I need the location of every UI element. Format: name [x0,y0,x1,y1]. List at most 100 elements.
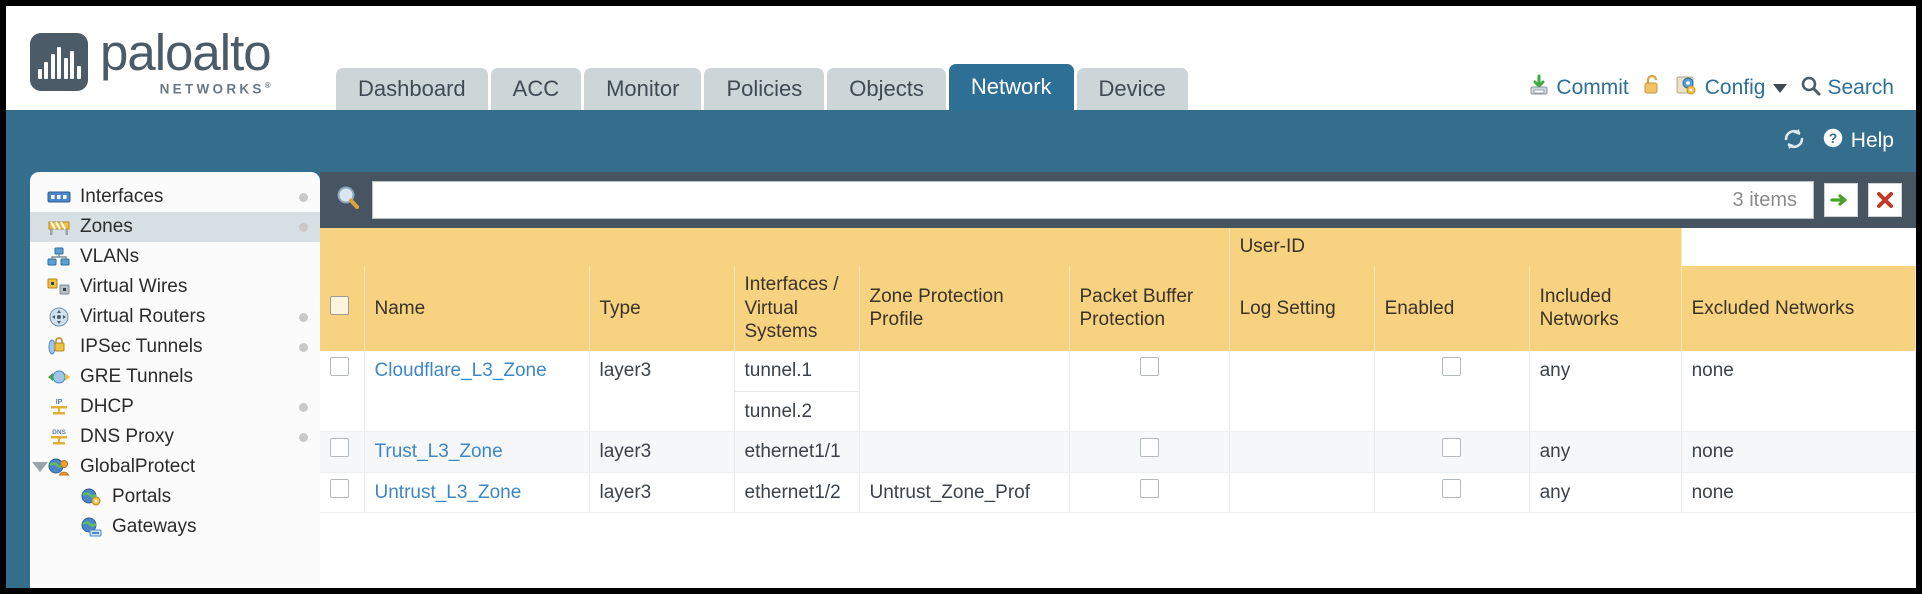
group-header-userid: User-ID [1229,228,1682,266]
body: Interfaces Zones VLANs Vir [6,172,1916,588]
sidebar-item-label: Portals [112,486,172,507]
row-checkbox[interactable] [330,357,349,376]
table-row[interactable]: Untrust_L3_Zone layer3 ethernet1/2 Untru… [320,472,1916,514]
col-excluded-networks[interactable]: Excluded Networks [1681,265,1916,351]
filter-input[interactable] [383,188,1733,212]
packet-buffer-checkbox[interactable] [1139,478,1159,498]
tab-policies[interactable]: Policies [704,68,825,110]
unlock-button[interactable] [1642,74,1662,102]
col-type[interactable]: Type [589,265,735,351]
col-included-networks[interactable]: Included Networks [1529,265,1682,351]
magnifier-icon[interactable] [334,184,362,217]
brand-tagline: NETWORKS® [159,81,271,97]
group-header-spacer [320,228,1230,266]
cell-name[interactable]: Untrust_L3_Zone [364,472,590,514]
status-dot [299,432,308,442]
interfaces-icon [46,187,72,207]
sidebar-item-label: GRE Tunnels [80,366,193,387]
tab-objects[interactable]: Objects [827,68,946,110]
userid-enabled-checkbox[interactable] [1442,438,1462,458]
status-dot [299,342,308,352]
band-actions: ? Help [1781,126,1894,156]
zone-name-link[interactable]: Trust_L3_Zone [374,441,503,463]
tab-dashboard[interactable]: Dashboard [336,68,488,110]
tab-monitor[interactable]: Monitor [584,68,702,110]
commit-button[interactable]: Commit [1528,74,1629,102]
sidebar-item-virtual-wires[interactable]: Virtual Wires [30,272,320,302]
status-dot [299,312,308,322]
clear-filter-button[interactable] [1868,183,1902,217]
expander-triangle-icon[interactable] [32,462,48,472]
zone-name-link[interactable]: Untrust_L3_Zone [374,481,522,503]
row-checkbox[interactable] [330,438,349,458]
row-checkbox[interactable] [330,478,349,498]
refresh-icon[interactable] [1781,127,1807,156]
table-row[interactable]: Cloudflare_L3_Zone layer3 tunnel.1 tunne… [320,351,1916,433]
sidebar-item-interfaces[interactable]: Interfaces [30,182,320,212]
col-zone-protection-profile[interactable]: Zone Protection Profile [859,265,1070,351]
svg-text:IP: IP [56,399,63,406]
tab-network[interactable]: Network [948,64,1074,110]
dhcp-icon: IP [46,397,72,417]
tab-acc[interactable]: ACC [490,68,582,110]
cell-excluded-networks: none [1681,472,1916,514]
cell-name[interactable]: Cloudflare_L3_Zone [364,351,590,433]
cell-userid-enabled[interactable] [1374,472,1530,514]
sidebar-item-label: Interfaces [80,186,164,207]
gre-tunnels-icon [46,367,72,387]
packet-buffer-checkbox[interactable] [1139,438,1159,458]
col-userid-enabled[interactable]: Enabled [1374,265,1530,351]
config-label: Config [1704,76,1766,99]
col-log-setting[interactable]: Log Setting [1229,265,1375,351]
sidebar-item-gre-tunnels[interactable]: GRE Tunnels [30,362,320,392]
sidebar-item-ipsec-tunnels[interactable]: IPSec Tunnels [30,332,320,362]
sidebar-item-gateways[interactable]: Gateways [30,512,320,542]
apply-filter-button[interactable] [1824,183,1858,217]
tab-device[interactable]: Device [1076,68,1188,110]
row-select-cell[interactable] [320,351,365,433]
sidebar-item-dhcp[interactable]: IP DHCP [30,392,320,422]
filter-input-wrap[interactable]: 3 items [372,181,1814,219]
status-dot [299,402,308,412]
help-button[interactable]: ? Help [1821,126,1894,156]
ipsec-tunnels-icon [46,337,72,357]
sidebar-item-label: Zones [80,216,133,237]
sidebar-item-vlans[interactable]: VLANs [30,242,320,272]
sidebar-item-zones[interactable]: Zones [30,212,320,242]
col-interfaces[interactable]: Interfaces / Virtual Systems [734,265,860,351]
select-all-checkbox[interactable] [330,295,349,315]
col-packet-buffer-protection[interactable]: Packet Buffer Protection [1069,265,1230,351]
sidebar-item-portals[interactable]: Portals [30,482,320,512]
virtual-routers-icon [46,307,72,327]
cell-packet-buffer-protection[interactable] [1069,431,1230,473]
cell-userid-enabled[interactable] [1374,431,1530,473]
table-row[interactable]: Trust_L3_Zone layer3 ethernet1/1 any non… [320,431,1916,473]
globalprotect-icon [46,457,72,477]
packet-buffer-checkbox[interactable] [1139,357,1159,376]
cell-included-networks: any [1529,351,1682,433]
cell-userid-enabled[interactable] [1374,351,1530,433]
cell-name[interactable]: Trust_L3_Zone [364,431,590,473]
zone-name-link[interactable]: Cloudflare_L3_Zone [374,360,547,381]
config-button[interactable]: Config [1675,74,1788,102]
sidebar-item-dns-proxy[interactable]: DNS DNS Proxy [30,422,320,452]
sidebar-item-globalprotect[interactable]: GlobalProtect [30,452,320,482]
search-button[interactable]: Search [1800,75,1894,102]
userid-enabled-checkbox[interactable] [1442,478,1462,498]
cell-interfaces: ethernet1/2 [734,472,860,514]
zones-table-wrap: User-ID Name Type Interfaces / Virtual S… [320,228,1916,588]
row-select-cell[interactable] [320,431,365,473]
select-all-header[interactable] [320,265,365,351]
row-select-cell[interactable] [320,472,365,514]
userid-enabled-checkbox[interactable] [1442,357,1462,376]
cell-packet-buffer-protection[interactable] [1069,351,1230,433]
sub-header-band: ? Help [6,110,1916,172]
group-header-row: User-ID [320,228,1916,266]
sidebar-item-virtual-routers[interactable]: Virtual Routers [30,302,320,332]
col-name[interactable]: Name [364,265,590,351]
column-header-row: Name Type Interfaces / Virtual Systems Z… [320,265,1916,351]
zones-content-panel: 3 items [320,172,1916,588]
network-sidebar: Interfaces Zones VLANs Vir [30,172,320,588]
cell-packet-buffer-protection[interactable] [1069,472,1230,514]
